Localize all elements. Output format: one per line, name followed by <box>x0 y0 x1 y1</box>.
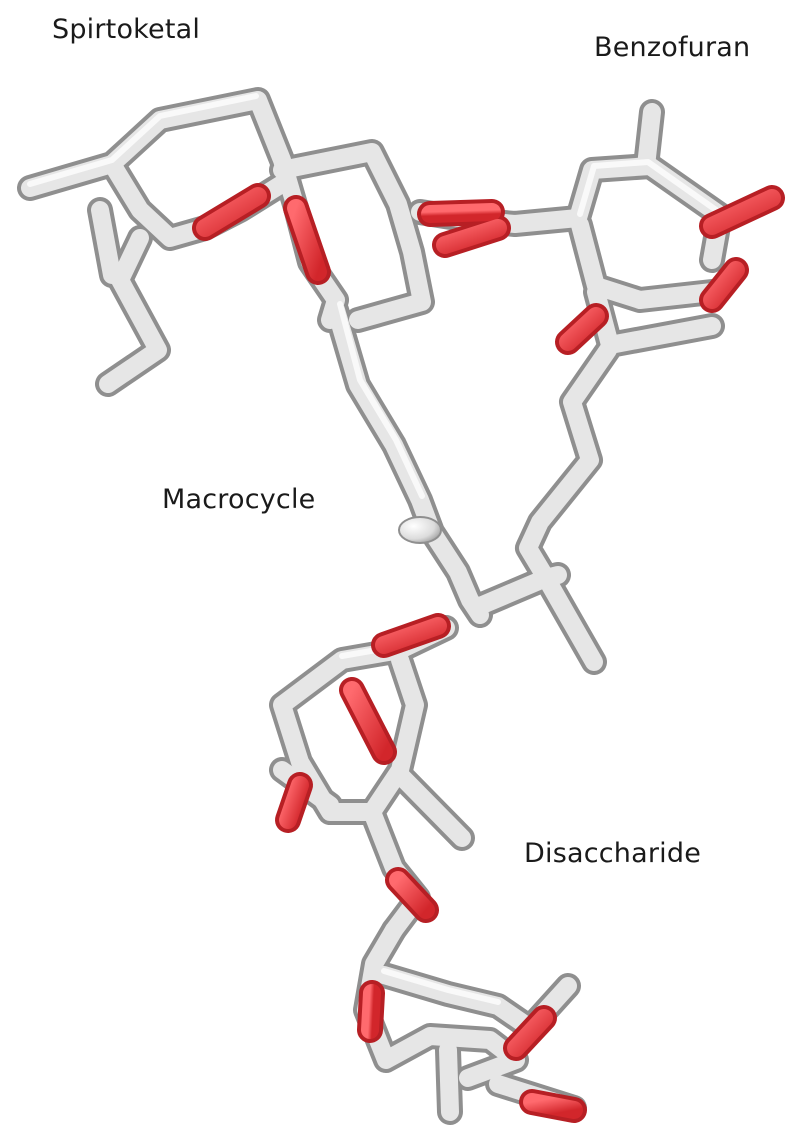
ball-atom <box>398 516 442 544</box>
label-benzofuran: Benzofuran <box>594 32 751 63</box>
label-spirtoketal: Spirtoketal <box>52 14 201 45</box>
bond-fills <box>21 91 729 1121</box>
label-disaccharide: Disaccharide <box>524 838 702 869</box>
bond-highlights <box>27 93 719 1005</box>
oxygen-atoms <box>196 187 781 1119</box>
label-macrocycle: Macrocycle <box>162 484 316 515</box>
